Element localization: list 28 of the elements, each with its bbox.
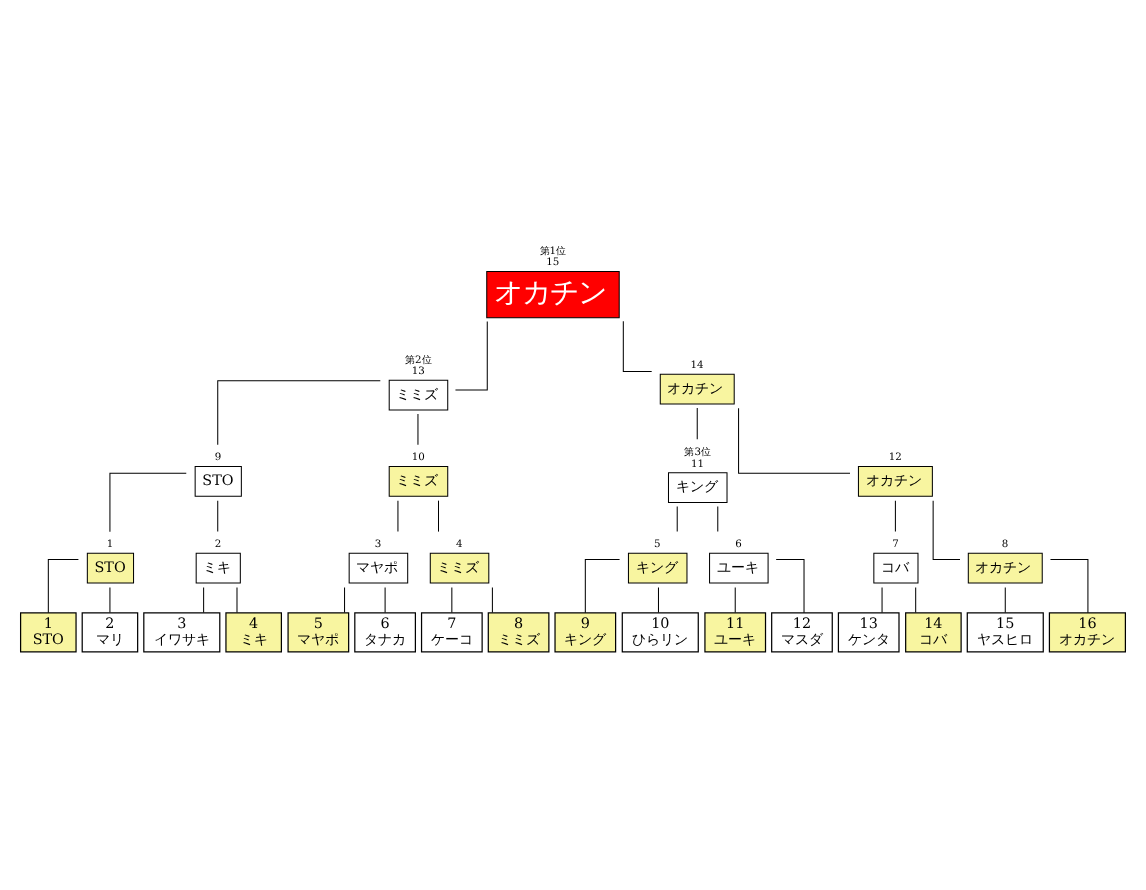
connector <box>47 558 79 614</box>
connector <box>437 500 439 533</box>
connector <box>109 586 111 614</box>
connector <box>932 500 961 560</box>
connector <box>584 558 621 614</box>
connector <box>203 586 205 614</box>
connector <box>696 407 698 440</box>
connector <box>1049 558 1089 614</box>
connector <box>109 472 187 533</box>
connector <box>491 586 493 614</box>
connector <box>217 380 381 446</box>
connector <box>894 500 896 533</box>
connector <box>915 586 917 614</box>
connector <box>344 586 346 614</box>
connector <box>734 586 736 614</box>
connector <box>881 586 883 614</box>
connector <box>236 586 238 614</box>
connector <box>676 506 678 533</box>
connector <box>384 586 386 614</box>
connector <box>451 586 453 614</box>
connector <box>454 320 488 391</box>
connector <box>217 500 219 533</box>
connector <box>738 407 851 474</box>
connector <box>775 558 805 614</box>
connector <box>622 320 653 373</box>
connector <box>1004 586 1006 614</box>
connector <box>717 506 719 533</box>
connector <box>657 586 659 614</box>
